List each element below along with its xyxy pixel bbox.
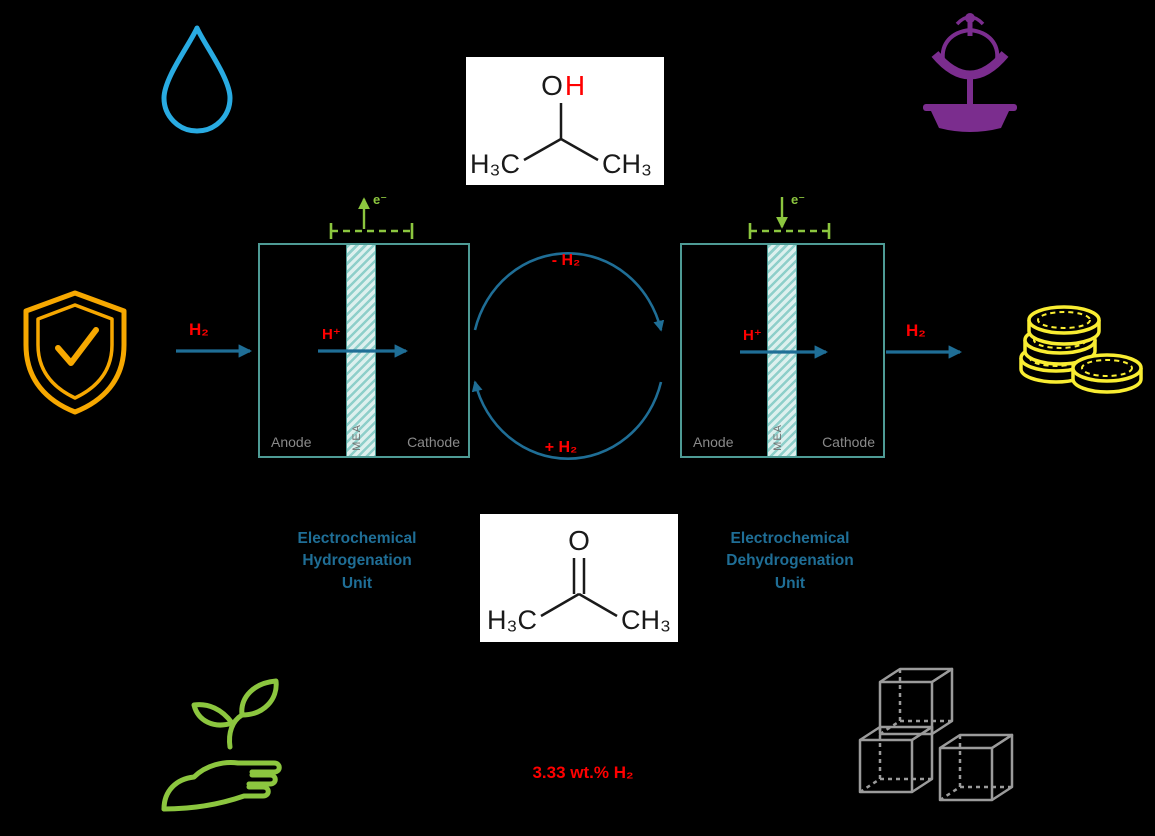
- cathode-label: Cathode: [822, 434, 875, 450]
- cathode-label: Cathode: [407, 434, 460, 450]
- acetone-structure: O H₃C CH₃: [480, 514, 678, 642]
- caption-line: Dehydrogenation: [726, 552, 854, 570]
- isopropanol-right-methyl: CH₃: [602, 149, 652, 179]
- dehydrogenation-unit-box: MEA Anode Cathode: [680, 243, 885, 458]
- shield-check-icon: [18, 288, 132, 416]
- cycle-uptake-label: + H₂: [544, 439, 578, 456]
- hydrogenation-unit-caption: Electrochemical Hydrogenation Unit: [262, 528, 452, 595]
- cycle-release-label: - H₂: [551, 252, 581, 269]
- proton-label-left: H⁺: [322, 326, 341, 343]
- hand-plant-icon: [152, 675, 294, 815]
- dehydrogenation-unit-caption: Electrochemical Dehydrogenation Unit: [695, 528, 885, 595]
- mea-label: MEA: [351, 424, 363, 451]
- water-droplet-icon: [152, 22, 242, 137]
- caption-line: Hydrogenation: [302, 552, 412, 570]
- electron-label-left: e⁻: [373, 192, 388, 207]
- coins-icon: [1008, 296, 1150, 402]
- caption-line: Unit: [341, 574, 373, 592]
- isopropanol-left-methyl: H₃C: [470, 149, 520, 179]
- fountain-icon: [905, 8, 1035, 143]
- isopropanol-oxygen: O: [541, 70, 563, 101]
- caption-line: Electrochemical: [297, 530, 417, 547]
- cubes-icon: [842, 664, 1020, 822]
- acetone-right-methyl: CH₃: [621, 605, 671, 635]
- anode-label: Anode: [693, 434, 734, 450]
- isopropanol-structure: O H H₃C CH₃: [466, 57, 664, 185]
- acetone-oxygen: O: [568, 525, 590, 556]
- isopropanol-hydroxyl-h: H: [565, 70, 585, 101]
- electron-label-right: e⁻: [791, 192, 806, 207]
- mea-label: MEA: [772, 424, 784, 451]
- proton-label-right: H⁺: [743, 327, 762, 344]
- caption-line: Unit: [774, 574, 806, 592]
- capacity-label: 3.33 wt.% H₂: [532, 763, 634, 782]
- caption-line: Electrochemical: [730, 530, 850, 547]
- anode-label: Anode: [271, 434, 312, 450]
- h2-input-label: H₂: [189, 320, 209, 339]
- h2-output-label: H₂: [906, 321, 926, 340]
- hydrogenation-unit-box: MEA Anode Cathode: [258, 243, 470, 458]
- acetone-left-methyl: H₃C: [487, 605, 537, 635]
